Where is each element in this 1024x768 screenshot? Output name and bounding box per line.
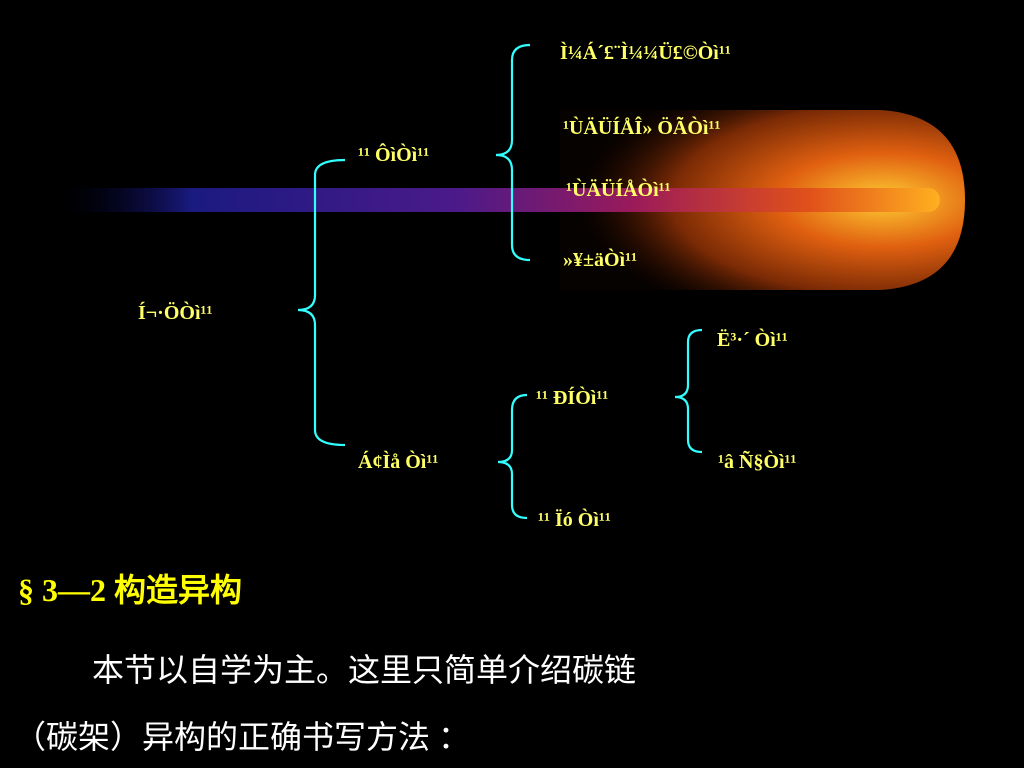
branch-a-bracket [495, 43, 531, 262]
branch-a-label: ¹¹ ÔìÒì¹¹ [358, 144, 430, 166]
branch-a-child-2: ¹ÙÄÜÍÅÎ» ÖÃÒì¹¹ [563, 117, 721, 139]
bracket-lines [297, 43, 703, 520]
root-bracket [297, 158, 346, 447]
body-line-2: （碳架）异构的正确书写方法 ： [14, 719, 471, 755]
section-title: 构造异构 [114, 572, 243, 608]
light-beam [60, 188, 940, 212]
section-number: 3—2 [42, 572, 106, 608]
section-symbol: § [18, 572, 34, 608]
branch-b1-child-1: Ë³·´ Òì¹¹ [717, 329, 788, 351]
branch-a-child-1: Ì¼Á´£¨Ì¼¼Ü£©Òì¹¹ [560, 42, 731, 64]
section-heading: § 3—2 构造异构 [18, 565, 242, 611]
branch-b-label: Á¢Ìå Òì¹¹ [358, 451, 439, 473]
branch-b1-child-2: ¹â Ñ§Òì¹¹ [718, 451, 797, 473]
branch-b-bracket [497, 393, 528, 520]
branch-b-child-1: ¹¹ ÐÍÒì¹¹ [536, 387, 609, 409]
root-label: Í¬·ÖÒì¹¹ [138, 302, 213, 324]
branch-a-child-3: ¹ÙÄÜÍÅÒì¹¹ [566, 179, 671, 201]
body-line-1: 本节以自学为主。这里只简单介绍碳链 [92, 652, 637, 688]
branch-a-child-4: »¥±äÒì¹¹ [563, 249, 638, 271]
branch-b-child-2: ¹¹ Ïó Òì¹¹ [538, 509, 611, 531]
branch-b1-bracket [674, 328, 703, 454]
